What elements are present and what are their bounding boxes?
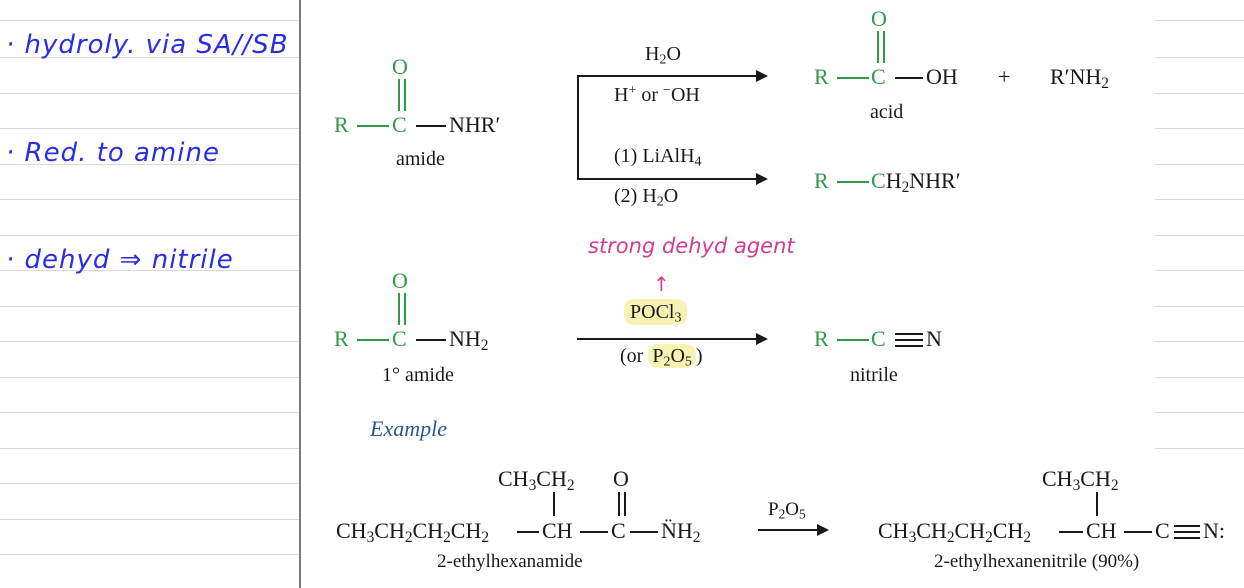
primary-amide-group: NH2 xyxy=(449,326,489,354)
annotation-arrow-icon: ↑ xyxy=(653,272,670,296)
dehydration-arrow xyxy=(577,338,757,340)
example-reactant-ch: CH xyxy=(542,518,573,543)
acid-label: acid xyxy=(870,101,904,123)
example-product-nitrogen: N: xyxy=(1203,518,1225,543)
annotation-text: strong dehyd agent xyxy=(588,234,795,258)
acid-carbon: C xyxy=(871,64,886,89)
primary-amide-carbon: C xyxy=(392,326,407,351)
reduction-reagent-top: (1) LiAlH4 xyxy=(614,145,702,170)
nitrile-carbon: C xyxy=(871,326,886,351)
note-reduction: · Red. to amine xyxy=(6,138,220,168)
example-reagent: P2O5 xyxy=(768,499,806,522)
primary-amide-oxygen: O xyxy=(392,268,408,293)
margin-line xyxy=(299,0,301,588)
example-reactant-oxygen: O xyxy=(613,466,629,491)
amine-r: R xyxy=(814,168,829,193)
plus-sign: + xyxy=(998,64,1011,89)
example-product-chain: CH3CH2CH2CH2 xyxy=(878,518,1032,546)
primary-amide-r: R xyxy=(334,326,349,351)
amide-label: amide xyxy=(396,148,445,170)
nitrile-nitrogen: N xyxy=(926,326,942,351)
example-reactant-branch: CH3CH2 xyxy=(498,466,575,494)
example-reactant-chain: CH3CH2CH2CH2 xyxy=(336,518,490,546)
example-reactant-name: 2-ethylhexanamide xyxy=(437,551,583,572)
hydrolysis-reagent-bottom: H+ or −OH xyxy=(614,83,700,106)
example-product-name: 2-ethylhexanenitrile (90%) xyxy=(934,551,1140,572)
example-label: Example xyxy=(370,416,447,441)
note-dehydration: · dehyd ⇒ nitrile xyxy=(6,245,234,275)
hydrolysis-reagent-top: H2O xyxy=(645,43,681,68)
acid-oxygen: O xyxy=(871,6,887,31)
amide-group: NHR′ xyxy=(449,112,501,137)
amide-oxygen: O xyxy=(392,54,408,79)
note-hydrolysis: · hydroly. via SA//SB xyxy=(6,30,289,60)
nitrile-r: R xyxy=(814,326,829,351)
amide-carbon: C xyxy=(392,112,407,137)
amide-r: R xyxy=(334,112,349,137)
reduction-reagent-bottom: (2) H2O xyxy=(614,185,679,210)
example-arrow xyxy=(758,529,818,531)
acid-r: R xyxy=(814,64,829,89)
example-reactant-carbon: C xyxy=(611,518,626,543)
example-product-ch: CH xyxy=(1086,518,1117,543)
acid-oh: OH xyxy=(926,64,958,89)
example-product-carbon: C xyxy=(1155,518,1170,543)
dehydration-reagent-top: POCl3 xyxy=(624,299,688,326)
amine-product: R′NH2 xyxy=(1050,64,1109,92)
example-reactant-amine: N̈H2 xyxy=(661,518,701,546)
amine-chain: CH2NHR′ xyxy=(871,168,961,196)
nitrile-label: nitrile xyxy=(850,364,898,386)
primary-amide-label: 1° amide xyxy=(382,364,454,386)
example-product-branch: CH3CH2 xyxy=(1042,466,1119,494)
dehydration-reagent-bottom: (or P2O5) xyxy=(620,344,703,370)
